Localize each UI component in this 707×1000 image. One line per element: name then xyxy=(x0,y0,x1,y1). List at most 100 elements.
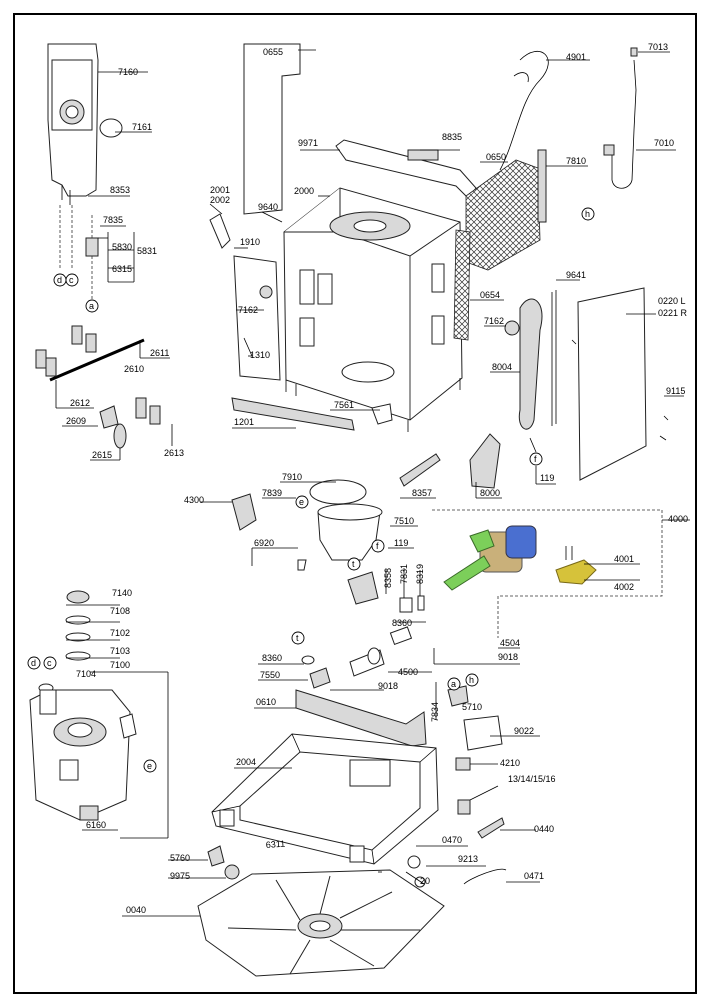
ring-seal-7910 xyxy=(309,479,367,505)
marker-t-mid: t xyxy=(352,559,355,569)
label-7013: 7013 xyxy=(648,42,668,52)
base-strip-1201 xyxy=(231,397,355,431)
circulation-pump-4001 xyxy=(443,525,537,591)
label-4001: 4001 xyxy=(614,554,634,564)
label-6311: 6311 xyxy=(265,839,285,850)
marker-c-low: c xyxy=(47,658,52,668)
label-4210: 4210 xyxy=(500,758,520,768)
clamp-8360 xyxy=(301,655,315,665)
part-9975 xyxy=(224,864,240,880)
part-5760 xyxy=(207,845,225,867)
label-5760: 5760 xyxy=(170,853,190,863)
hinge-2001 xyxy=(209,213,231,249)
base-tray-0040 xyxy=(197,869,445,977)
seal-7162-right xyxy=(504,320,520,336)
label-8835: 8835 xyxy=(442,132,462,142)
label-0470: 0470 xyxy=(442,835,462,845)
label-7102: 7102 xyxy=(110,628,130,638)
heater-4002 xyxy=(555,559,597,585)
side-panel-7160 xyxy=(47,43,99,205)
label-9115: 9115 xyxy=(666,386,685,396)
pin-1310 xyxy=(243,337,253,357)
label-7162-right: 7162 xyxy=(484,316,504,326)
diagram-frame xyxy=(13,13,697,994)
top-rail-9971 xyxy=(335,139,477,199)
label-2001: 2001 xyxy=(210,185,230,195)
label-9971: 9971 xyxy=(298,138,318,148)
label-119-b: 119 xyxy=(394,538,408,548)
label-7831: 7831 xyxy=(399,564,409,584)
label-5710: 5710 xyxy=(462,702,482,712)
label-119-a: 119 xyxy=(540,473,554,483)
cable-7010 xyxy=(611,59,637,189)
label-2612: 2612 xyxy=(70,398,90,408)
pcb-9022 xyxy=(463,715,503,751)
label-13-14-15-16: 13/14/15/16 xyxy=(508,774,556,784)
rail-assembly-2610 xyxy=(35,325,173,449)
label-4901: 4901 xyxy=(566,52,586,62)
connector-7010 xyxy=(603,144,615,156)
clamp-9018 xyxy=(367,647,381,665)
label-1201: 1201 xyxy=(234,417,254,427)
label-7162-left: 7162 xyxy=(238,305,258,315)
spring-0440 xyxy=(477,817,505,839)
marker-t-low: t xyxy=(296,633,299,643)
label-7108: 7108 xyxy=(110,606,130,616)
label-2615: 2615 xyxy=(92,450,112,460)
washer-0470 xyxy=(407,855,421,869)
label-8319: 8319 xyxy=(415,564,425,584)
label-7140: 7140 xyxy=(112,588,132,598)
marker-e-low: e xyxy=(147,761,152,771)
label-1910: 1910 xyxy=(240,237,260,247)
label-7561: 7561 xyxy=(334,400,354,410)
marker-f-mid: f xyxy=(376,541,379,551)
label-7839: 7839 xyxy=(262,488,282,498)
label-7104: 7104 xyxy=(76,669,96,679)
label-6160: 6160 xyxy=(86,820,106,830)
hose-4901 xyxy=(499,50,549,171)
tub-2000 xyxy=(283,187,463,432)
marker-c-top: c xyxy=(69,275,74,285)
label-9018-b: 9018 xyxy=(378,681,398,691)
label-7510: 7510 xyxy=(394,516,414,526)
marker-a-low: a xyxy=(451,679,456,689)
label-7103: 7103 xyxy=(110,646,130,656)
label-7834: 7834 xyxy=(430,702,440,722)
bracket-7834 xyxy=(447,685,469,707)
part-number-labels: 7160 7161 8353 7835 5830 5831 6315 0655 … xyxy=(66,42,688,915)
switch-131416 xyxy=(457,799,471,815)
label-6920: 6920 xyxy=(254,538,274,548)
label-9018-a: 9018 xyxy=(498,652,518,662)
label-7550: 7550 xyxy=(260,670,280,680)
label-5831: 5831 xyxy=(137,246,157,256)
label-0471: 0471 xyxy=(524,871,544,881)
label-7835: 7835 xyxy=(103,215,123,225)
sensor-5830 xyxy=(59,205,99,300)
label-2609: 2609 xyxy=(66,416,86,426)
label-1310: 1310 xyxy=(250,350,270,360)
label-2613: 2613 xyxy=(164,448,184,458)
component-4210 xyxy=(455,757,471,771)
hose-8357 xyxy=(399,453,441,487)
label-7010: 7010 xyxy=(654,138,674,148)
screw-7013 xyxy=(630,47,638,57)
marker-h-low: h xyxy=(469,675,474,685)
label-2002: 2002 xyxy=(210,195,230,205)
label-8360-b: 8360 xyxy=(262,653,282,663)
bracket-8000 xyxy=(469,433,501,489)
marker-h-top: h xyxy=(585,209,590,219)
mesh-insulation-0650 xyxy=(465,159,541,271)
water-softener-7100 xyxy=(29,590,137,821)
valve-7561 xyxy=(371,403,393,425)
connection-markers: d c a h f e t f t d c e a h xyxy=(27,207,595,773)
label-9022: 9022 xyxy=(514,726,534,736)
label-2610: 2610 xyxy=(124,364,144,374)
label-8353: 8353 xyxy=(110,185,130,195)
label-0221: 0221 R xyxy=(658,308,688,318)
valve-6920 xyxy=(297,559,307,571)
marker-a-top: a xyxy=(89,301,94,311)
tube-7831 xyxy=(399,597,413,613)
label-7161: 7161 xyxy=(132,122,152,132)
